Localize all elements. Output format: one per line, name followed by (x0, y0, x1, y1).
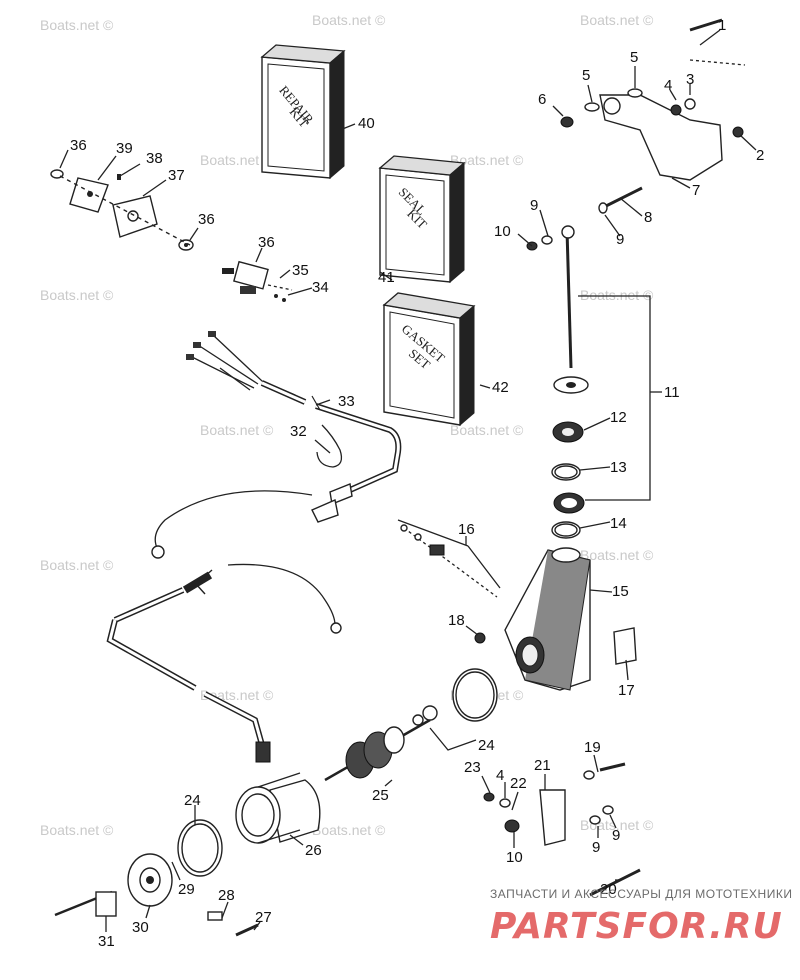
lower-bracket (483, 762, 641, 897)
callout-label: 9 (612, 827, 620, 844)
callout-label: 26 (305, 842, 322, 859)
callout-label: 4 (496, 767, 504, 784)
callout-label: 6 (538, 91, 546, 108)
armature (324, 718, 431, 782)
watermark: Boats.net © (40, 557, 114, 573)
callout-label: 4 (664, 77, 672, 94)
callout-label: 9 (530, 197, 538, 214)
watermark: Boats.net © (450, 152, 524, 168)
callout-label: 18 (448, 612, 465, 629)
callout-layer: 1 2 3 4 5 5 6 7 8 9 9 10 11 12 13 14 15 … (70, 17, 764, 950)
brand-tagline: ЗАПЧАСТИ И АКСЕССУАРЫ ДЛЯ МОТОТЕХНИКИ (490, 887, 792, 901)
callout-label: 9 (616, 231, 624, 248)
repair-kit-box: REPAIR KIT (260, 44, 346, 180)
callout-label: 11 (664, 384, 680, 401)
callout-label: 27 (255, 909, 272, 926)
starter-cable (106, 563, 342, 763)
callout-label: 14 (610, 515, 627, 532)
shaft-assembly (526, 225, 589, 539)
callout-label: 41 (378, 269, 395, 286)
callout-label: 30 (132, 919, 149, 936)
watermark: Boats.net © (450, 422, 524, 438)
callout-label: 22 (510, 775, 527, 792)
watermark: Boats.net © (580, 12, 654, 28)
callout-label: 2 (756, 147, 764, 164)
callout-label: 23 (464, 759, 481, 776)
watermark: Boats.net © (312, 822, 386, 838)
callout-label: 35 (292, 262, 309, 279)
callout-label: 17 (618, 682, 635, 699)
leader-lines (59, 29, 757, 932)
callout-label: 5 (630, 49, 638, 66)
callout-label: 19 (584, 739, 601, 756)
callout-label: 5 (582, 67, 590, 84)
watermark: Boats.net © (40, 287, 114, 303)
gasket-set-box: GASKET SET (382, 292, 476, 427)
gear-housing (400, 524, 637, 691)
callout-label: 24 (478, 737, 495, 754)
callout-label: 7 (692, 182, 700, 199)
callout-label: 38 (146, 150, 163, 167)
watermark: Boats.net © (200, 422, 274, 438)
callout-label: 24 (184, 792, 201, 809)
callout-label: 1 (718, 17, 726, 34)
brand-name: PARTSFOR.RU (490, 906, 783, 947)
callout-label: 12 (610, 409, 627, 426)
callout-label: 16 (458, 521, 475, 538)
callout-label: 15 (612, 583, 629, 600)
callout-label: 28 (218, 887, 235, 904)
watermark: Boats.net © (580, 547, 654, 563)
callout-label: 21 (534, 757, 551, 774)
callout-label: 10 (494, 223, 511, 240)
callout-label: 3 (686, 71, 694, 88)
callout-label: 34 (312, 279, 329, 296)
callout-label: 8 (644, 209, 652, 226)
watermark: Boats.net © (580, 287, 654, 303)
watermark: Boats.net © (40, 17, 114, 33)
watermark: Boats.net © (200, 152, 274, 168)
callout-label: 39 (116, 140, 133, 157)
callout-label: 42 (492, 379, 509, 396)
callout-label: 31 (98, 933, 115, 950)
mounting-bracket (560, 18, 746, 214)
callout-label: 40 (358, 115, 375, 132)
wiring-harness (151, 331, 402, 559)
callout-label: 36 (258, 234, 275, 251)
callout-label: 13 (610, 459, 627, 476)
watermark: Boats.net © (40, 822, 114, 838)
callout-label: 36 (70, 137, 87, 154)
callout-label: 33 (338, 393, 355, 410)
watermark: Boats.net © (312, 12, 386, 28)
callout-label: 36 (198, 211, 215, 228)
callout-label: 32 (290, 423, 307, 440)
key-switch-group (50, 169, 293, 302)
starter-motor (54, 668, 498, 937)
callout-label: 10 (506, 849, 523, 866)
brand-logo: ЗАПЧАСТИ И АКСЕССУАРЫ ДЛЯ МОТОТЕХНИКИ PA… (490, 887, 792, 947)
callout-label: 20 (600, 881, 617, 898)
seal-kit-box: SEAL KIT (378, 155, 466, 284)
callout-label: 29 (178, 881, 195, 898)
callout-label: 25 (372, 787, 389, 804)
callout-label: 9 (592, 839, 600, 856)
callout-label: 37 (168, 167, 185, 184)
